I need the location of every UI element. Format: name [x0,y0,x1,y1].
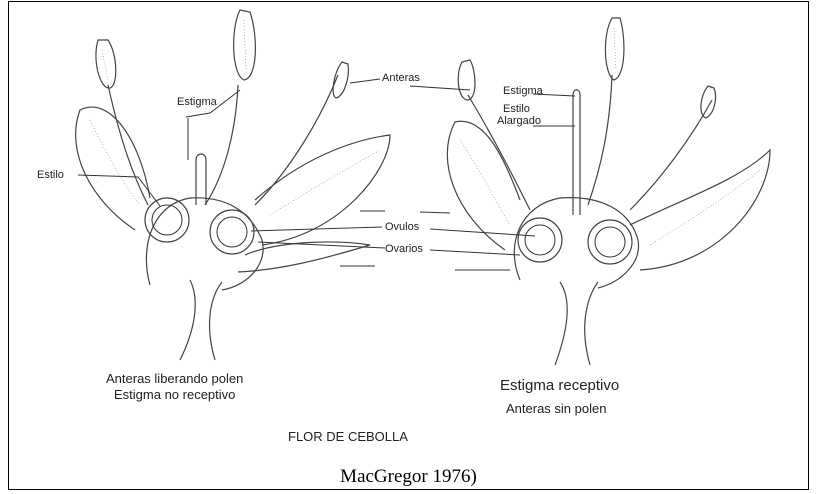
flower-captions: Anteras liberando polen Estigma no recep… [106,371,619,444]
right-caption-line1: Estigma receptivo [500,377,619,394]
label-right-stigma: Estigma [503,85,544,97]
left-flower [76,10,390,360]
label-left-stigma: Estigma [177,96,218,108]
label-left-style: Estilo [37,169,64,181]
label-ovaries: Ovarios [385,243,423,255]
label-right-style-line1: Estilo [503,103,530,115]
left-caption-line2: Estigma no receptivo [114,387,235,402]
label-ovules: Ovulos [385,221,420,233]
label-anthers: Anteras [382,72,420,84]
right-caption-line2: Anteras sin polen [506,401,606,416]
label-right-style-line2: Alargado [497,115,541,127]
leader-lines [78,79,575,270]
right-flower [447,18,770,365]
source-caption: MacGregor 1976) [0,466,817,488]
figure-title: FLOR DE CEBOLLA [288,429,408,444]
left-caption-line1: Anteras liberando polen [106,371,243,386]
